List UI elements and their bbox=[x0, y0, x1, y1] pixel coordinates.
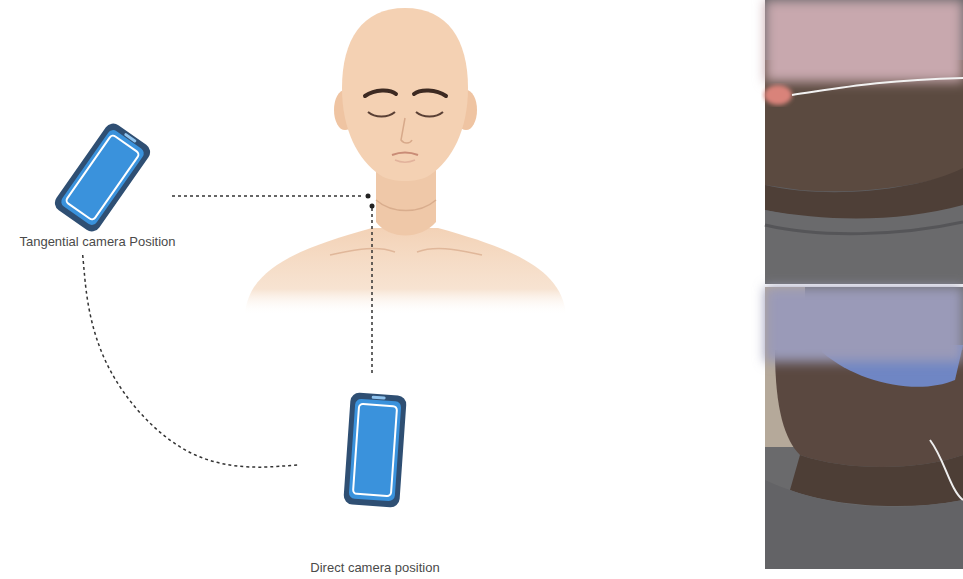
camera-position: Tangential camera Position bbox=[5, 120, 190, 255]
photo-background bbox=[765, 287, 963, 569]
shoulders bbox=[245, 228, 566, 315]
clavicle-line bbox=[330, 249, 482, 255]
shirt bbox=[765, 480, 963, 569]
lip bbox=[764, 85, 792, 105]
blurred-face bbox=[765, 287, 963, 362]
phone-icon bbox=[51, 120, 153, 235]
phone-screen-outline bbox=[65, 134, 140, 221]
target-point bbox=[366, 194, 371, 199]
closed-eye bbox=[416, 112, 443, 117]
position-label: Tangential camera Position bbox=[5, 234, 190, 249]
lower-lip bbox=[395, 160, 415, 162]
phone-speaker bbox=[124, 133, 137, 143]
neck-shadow bbox=[376, 200, 436, 211]
phone-body bbox=[51, 120, 153, 235]
photo-background bbox=[765, 0, 963, 284]
guide-line bbox=[172, 195, 364, 197]
eyebrow bbox=[365, 90, 396, 96]
shirt bbox=[765, 205, 963, 284]
guide-line bbox=[371, 208, 373, 376]
phone-screen bbox=[59, 128, 146, 227]
mouth bbox=[392, 153, 418, 155]
eyebrow bbox=[414, 90, 446, 96]
camera-position: Direct camera position bbox=[300, 385, 450, 575]
clinical-photo bbox=[765, 287, 963, 569]
cable bbox=[930, 440, 963, 500]
cable bbox=[792, 78, 963, 95]
dotted-arc bbox=[83, 255, 300, 467]
phone-icon bbox=[343, 392, 407, 508]
phone-icon bbox=[45, 120, 160, 235]
phone-body bbox=[343, 392, 407, 508]
target-point bbox=[370, 204, 375, 209]
blurred-face bbox=[765, 0, 963, 82]
phone-screen-outline bbox=[353, 404, 397, 496]
shirt-collar bbox=[765, 222, 963, 234]
closed-eye bbox=[368, 112, 395, 117]
nose bbox=[401, 118, 412, 143]
position-label: Direct camera position bbox=[300, 560, 450, 575]
phone-screen bbox=[349, 399, 402, 502]
head bbox=[342, 8, 468, 181]
phone-speaker bbox=[372, 396, 386, 400]
phone-icon bbox=[340, 385, 410, 515]
clinical-photo bbox=[764, 0, 963, 284]
